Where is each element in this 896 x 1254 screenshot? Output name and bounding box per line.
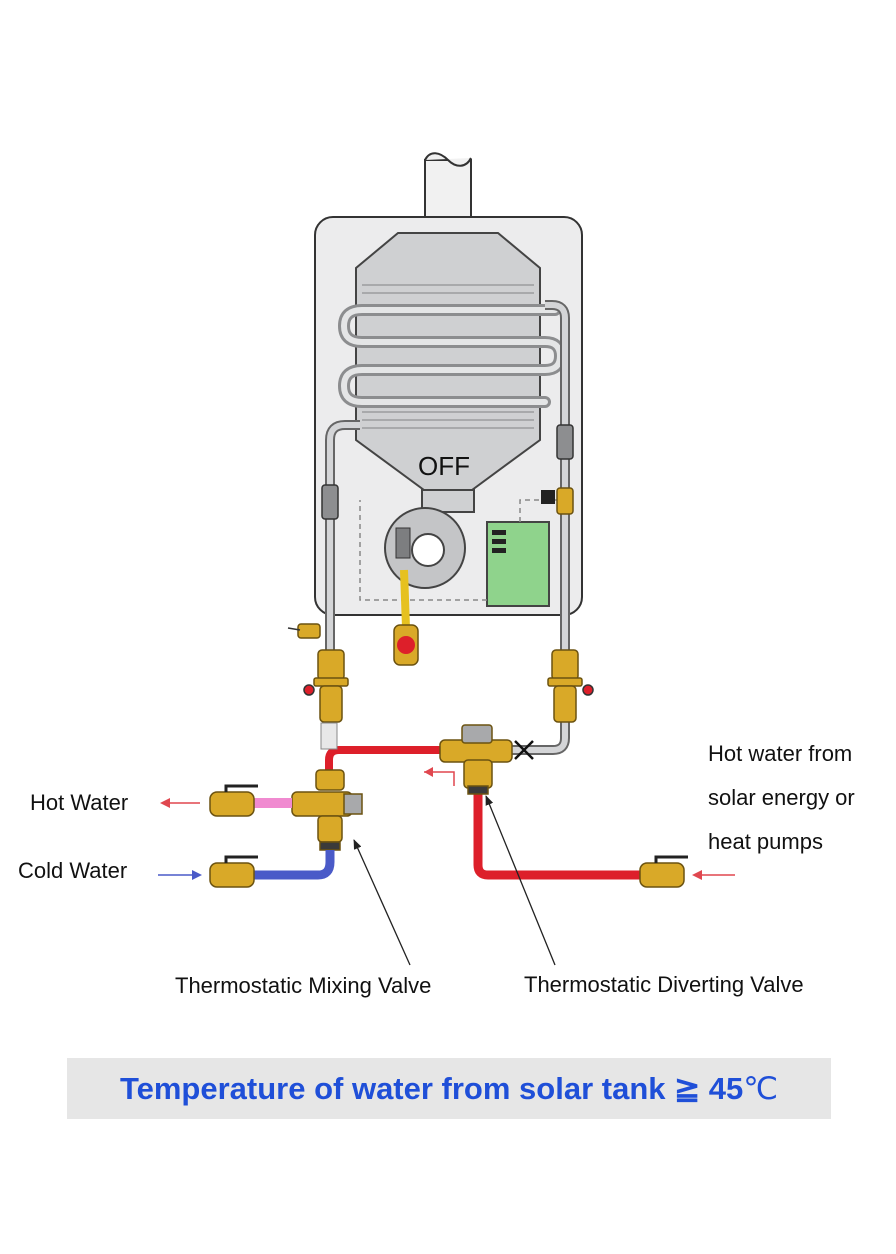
temperature-sensor [541, 487, 574, 515]
diverting-valve-label: Thermostatic Diverting Valve [524, 972, 804, 997]
water-flow-sensor-right [556, 424, 574, 460]
cold-water-inlet-pipe [252, 850, 335, 880]
hot-water-label: Hot Water [30, 790, 129, 815]
pointer-diverting-valve [485, 795, 556, 966]
gas-line [393, 569, 419, 666]
caption-text: Temperature of water from solar tank ≧ 4… [120, 1071, 778, 1107]
drain-valve [287, 623, 321, 639]
thermostatic-mixing-valve [291, 769, 363, 851]
caption-main: Temperature of water from solar tank ≧ 4… [119, 1070, 744, 1106]
pipe-joint-left [320, 722, 338, 750]
ball-valve-solar [639, 855, 688, 888]
fan-burner [384, 507, 466, 589]
ball-valve-cold [209, 855, 258, 888]
mixing-valve-label: Thermostatic Mixing Valve [175, 973, 432, 998]
water-flow-sensor-left [321, 484, 339, 520]
hot-pipe-mixing-to-diverting [325, 746, 450, 790]
solar-source-label-line2: solar energy or [708, 785, 855, 810]
service-valve-right [547, 649, 594, 723]
heater-status-label: OFF [418, 451, 470, 481]
ball-valve-hot [209, 784, 258, 817]
flow-arrow-cold-in [158, 870, 202, 880]
flow-arrow-hot-out [160, 798, 200, 808]
caption-unit: ℃ [743, 1070, 779, 1106]
closed-x-icon [514, 740, 534, 760]
burner-neck [421, 489, 475, 513]
pointer-mixing-valve [353, 839, 411, 966]
flow-arrow-diverting [424, 767, 455, 786]
caption-banner: Temperature of water from solar tank ≧ 4… [67, 1058, 831, 1119]
hot-pipe-solar-inlet [473, 790, 640, 880]
solar-source-label-line3: heat pumps [708, 829, 823, 854]
solar-source-label-line1: Hot water from [708, 741, 853, 766]
service-valve-left [303, 649, 349, 723]
flow-arrow-solar-in [692, 870, 735, 880]
control-board [486, 521, 550, 607]
thermostatic-diverting-valve [439, 724, 513, 795]
cold-water-label: Cold Water [18, 858, 128, 883]
